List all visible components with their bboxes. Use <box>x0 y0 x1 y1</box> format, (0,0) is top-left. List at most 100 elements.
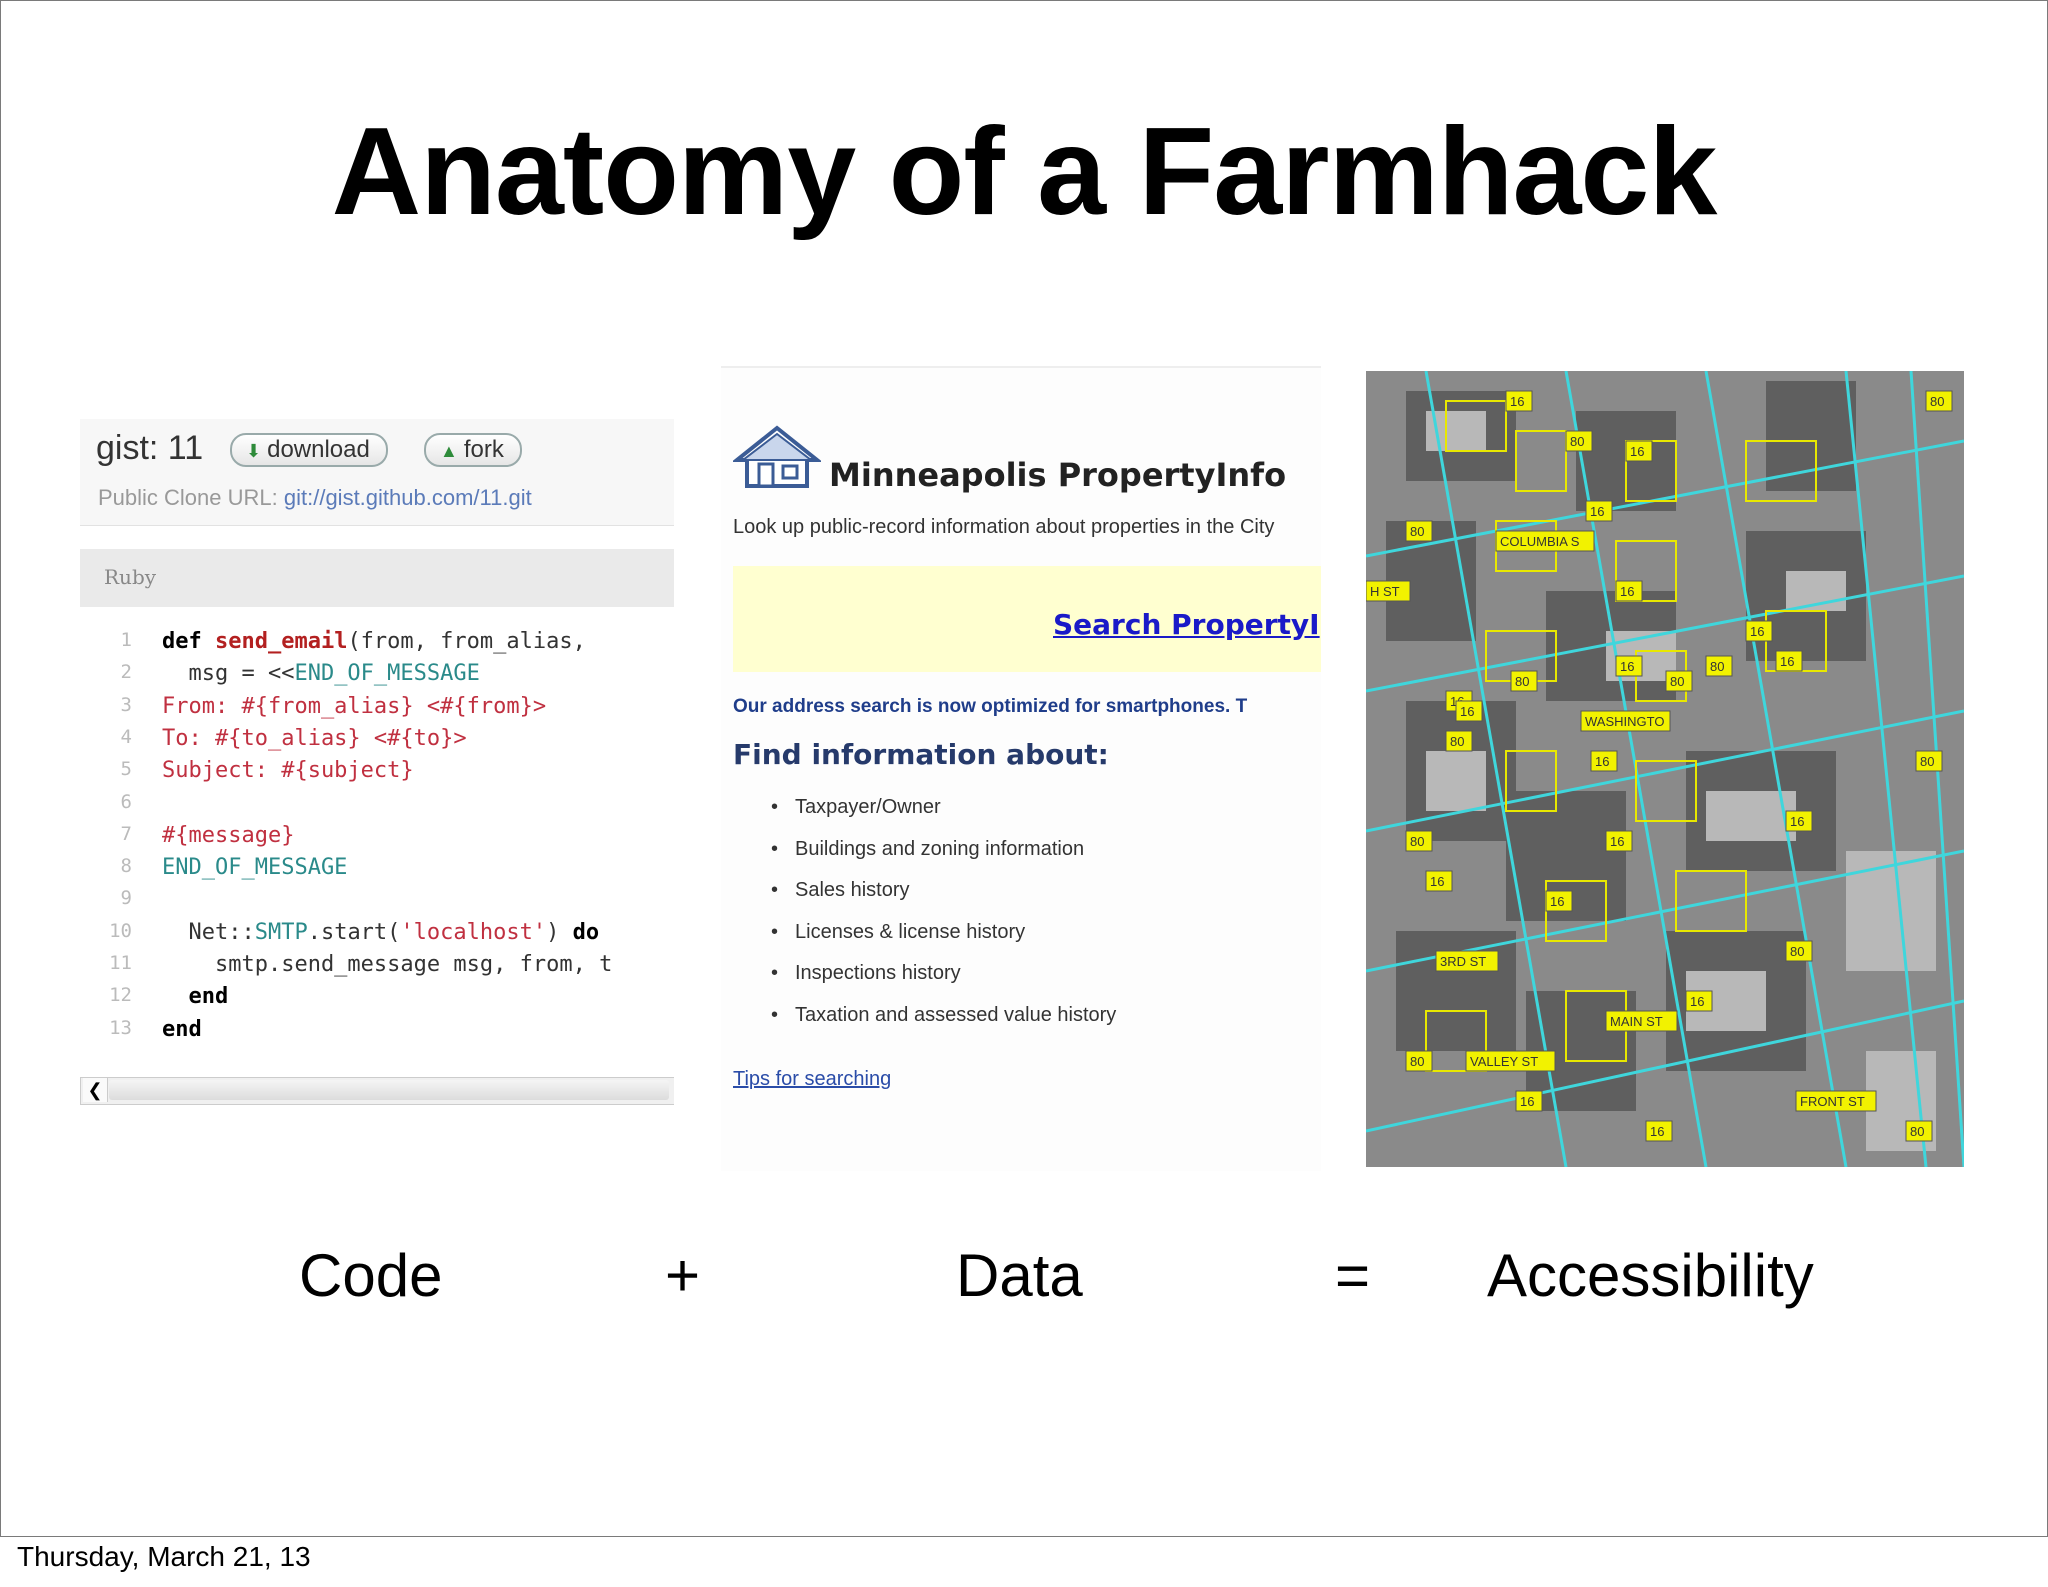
list-item: Taxation and assessed value history <box>765 1004 1116 1046</box>
code-token: #{message} <box>162 822 295 848</box>
footer-date: Thursday, March 21, 13 <box>17 1541 311 1572</box>
propertyinfo-screenshot: Minneapolis PropertyInfo Look up public-… <box>721 366 1321 1171</box>
map-label-box <box>1445 730 1473 752</box>
data-label: Data <box>956 1242 1083 1309</box>
code-line: Subject: #{subject} <box>162 758 414 783</box>
map-label-box <box>1495 530 1595 552</box>
map-label: 16 <box>1610 834 1624 849</box>
code-token: msg = << <box>162 661 295 687</box>
search-banner: Search PropertyI <box>733 566 1321 672</box>
code-token: smtp.send_message msg, from, t <box>162 952 613 977</box>
map-label: 16 <box>1790 814 1804 829</box>
map-label-box <box>1405 1050 1433 1072</box>
map-label-box <box>1665 670 1693 692</box>
map-label-box <box>1565 430 1593 452</box>
scroll-left-icon[interactable]: ❮ <box>83 1078 108 1102</box>
slide: Anatomy of a Farmhack gist: 11 ⬇download… <box>0 0 2048 1537</box>
map-label-box <box>1425 870 1453 892</box>
map-label: 16 <box>1690 994 1704 1009</box>
tips-link[interactable]: Tips for searching <box>733 1068 892 1090</box>
code-line: #{message} <box>162 823 294 848</box>
fork-icon: ▲ <box>440 441 458 461</box>
line-number: 8 <box>120 855 132 878</box>
map-label-box <box>1405 830 1433 852</box>
line-number: 6 <box>120 790 132 813</box>
horizontal-scrollbar[interactable]: ❮ <box>80 1077 674 1105</box>
map-label-box <box>1775 650 1803 672</box>
code-token: ) <box>546 919 573 945</box>
fork-button[interactable]: ▲fork <box>424 433 522 467</box>
map-label: 80 <box>1515 674 1529 689</box>
divider <box>721 366 1321 368</box>
map-label-box <box>1366 580 1411 602</box>
map-label-box <box>1505 390 1533 412</box>
map-label-box <box>1705 655 1733 677</box>
map-label-box <box>1435 950 1499 972</box>
code-token: SMTP <box>254 919 308 945</box>
list-item: Inspections history <box>765 962 1116 1004</box>
map-label: 16 <box>1750 624 1764 639</box>
slide-title: Anatomy of a Farmhack <box>331 103 1718 241</box>
map-label: 16 <box>1620 659 1634 674</box>
list-item: Licenses & license history <box>765 921 1116 963</box>
map-label: 16 <box>1430 874 1444 889</box>
line-number: 13 <box>109 1016 132 1039</box>
map-label-box <box>1785 940 1813 962</box>
map-label: 3RD ST <box>1440 954 1486 969</box>
propertyinfo-title: Minneapolis PropertyInfo <box>829 456 1287 494</box>
find-heading: Find information about: <box>733 738 1109 771</box>
map-label: 80 <box>1910 1124 1924 1139</box>
map-label-box <box>1795 1090 1877 1112</box>
download-button[interactable]: ⬇download <box>230 433 388 467</box>
search-propertyinfo-link[interactable]: Search PropertyI <box>1053 608 1320 641</box>
download-label: download <box>267 436 370 463</box>
map-label: MAIN ST <box>1610 1014 1663 1029</box>
code-token: Net:: <box>162 919 255 945</box>
map-label: H ST <box>1370 584 1400 599</box>
map-label-box <box>1585 500 1613 522</box>
map-label: 80 <box>1410 524 1424 539</box>
map-label: 80 <box>1450 734 1464 749</box>
map-label: 16 <box>1780 654 1794 669</box>
line-number: 12 <box>109 984 132 1007</box>
gist-title: gist: 11 <box>96 429 204 467</box>
code-token: From: #{from_alias} <#{from}> <box>162 693 547 719</box>
map-label-box <box>1625 440 1653 462</box>
code-line: def send_email(from, from_alias, <box>162 629 586 654</box>
line-number: 3 <box>120 693 132 716</box>
map-label: 16 <box>1620 584 1634 599</box>
code-line: Net::SMTP.start('localhost') do <box>162 920 599 945</box>
line-number: 2 <box>120 661 132 684</box>
clone-url-label: Public Clone URL: <box>98 485 278 510</box>
map-label-box <box>1615 655 1643 677</box>
language-bar: Ruby <box>80 549 674 607</box>
map-label-box <box>1515 1090 1543 1112</box>
map-label-box <box>1545 890 1573 912</box>
line-number: 7 <box>120 822 132 845</box>
map-label: 80 <box>1410 1054 1424 1069</box>
map-label: 16 <box>1650 1124 1664 1139</box>
code-token: def <box>162 629 215 654</box>
map-label: VALLEY ST <box>1470 1054 1538 1069</box>
code-line: smtp.send_message msg, from, t <box>162 952 612 977</box>
code-token: end <box>162 984 229 1010</box>
scrollbar-thumb[interactable] <box>109 1080 669 1100</box>
clone-url-link[interactable]: git://gist.github.com/11.git <box>283 485 532 510</box>
clone-url-row: Public Clone URL: git://gist.github.com/… <box>98 485 532 511</box>
list-item: Sales history <box>765 879 1116 921</box>
map-label: 80 <box>1570 434 1584 449</box>
map-label-box <box>1745 620 1773 642</box>
map-label: 80 <box>1670 674 1684 689</box>
line-number: 4 <box>120 725 132 748</box>
code-line: From: #{from_alias} <#{from}> <box>162 694 546 719</box>
code-token: To: #{to_alias} <#{to}> <box>162 725 467 751</box>
map-label-box <box>1905 1120 1933 1142</box>
map-label: COLUMBIA S <box>1500 534 1580 549</box>
line-number: 5 <box>120 758 132 781</box>
code-token: END_OF_MESSAGE <box>162 855 348 881</box>
house-icon <box>733 425 821 488</box>
map-label-box <box>1605 830 1633 852</box>
